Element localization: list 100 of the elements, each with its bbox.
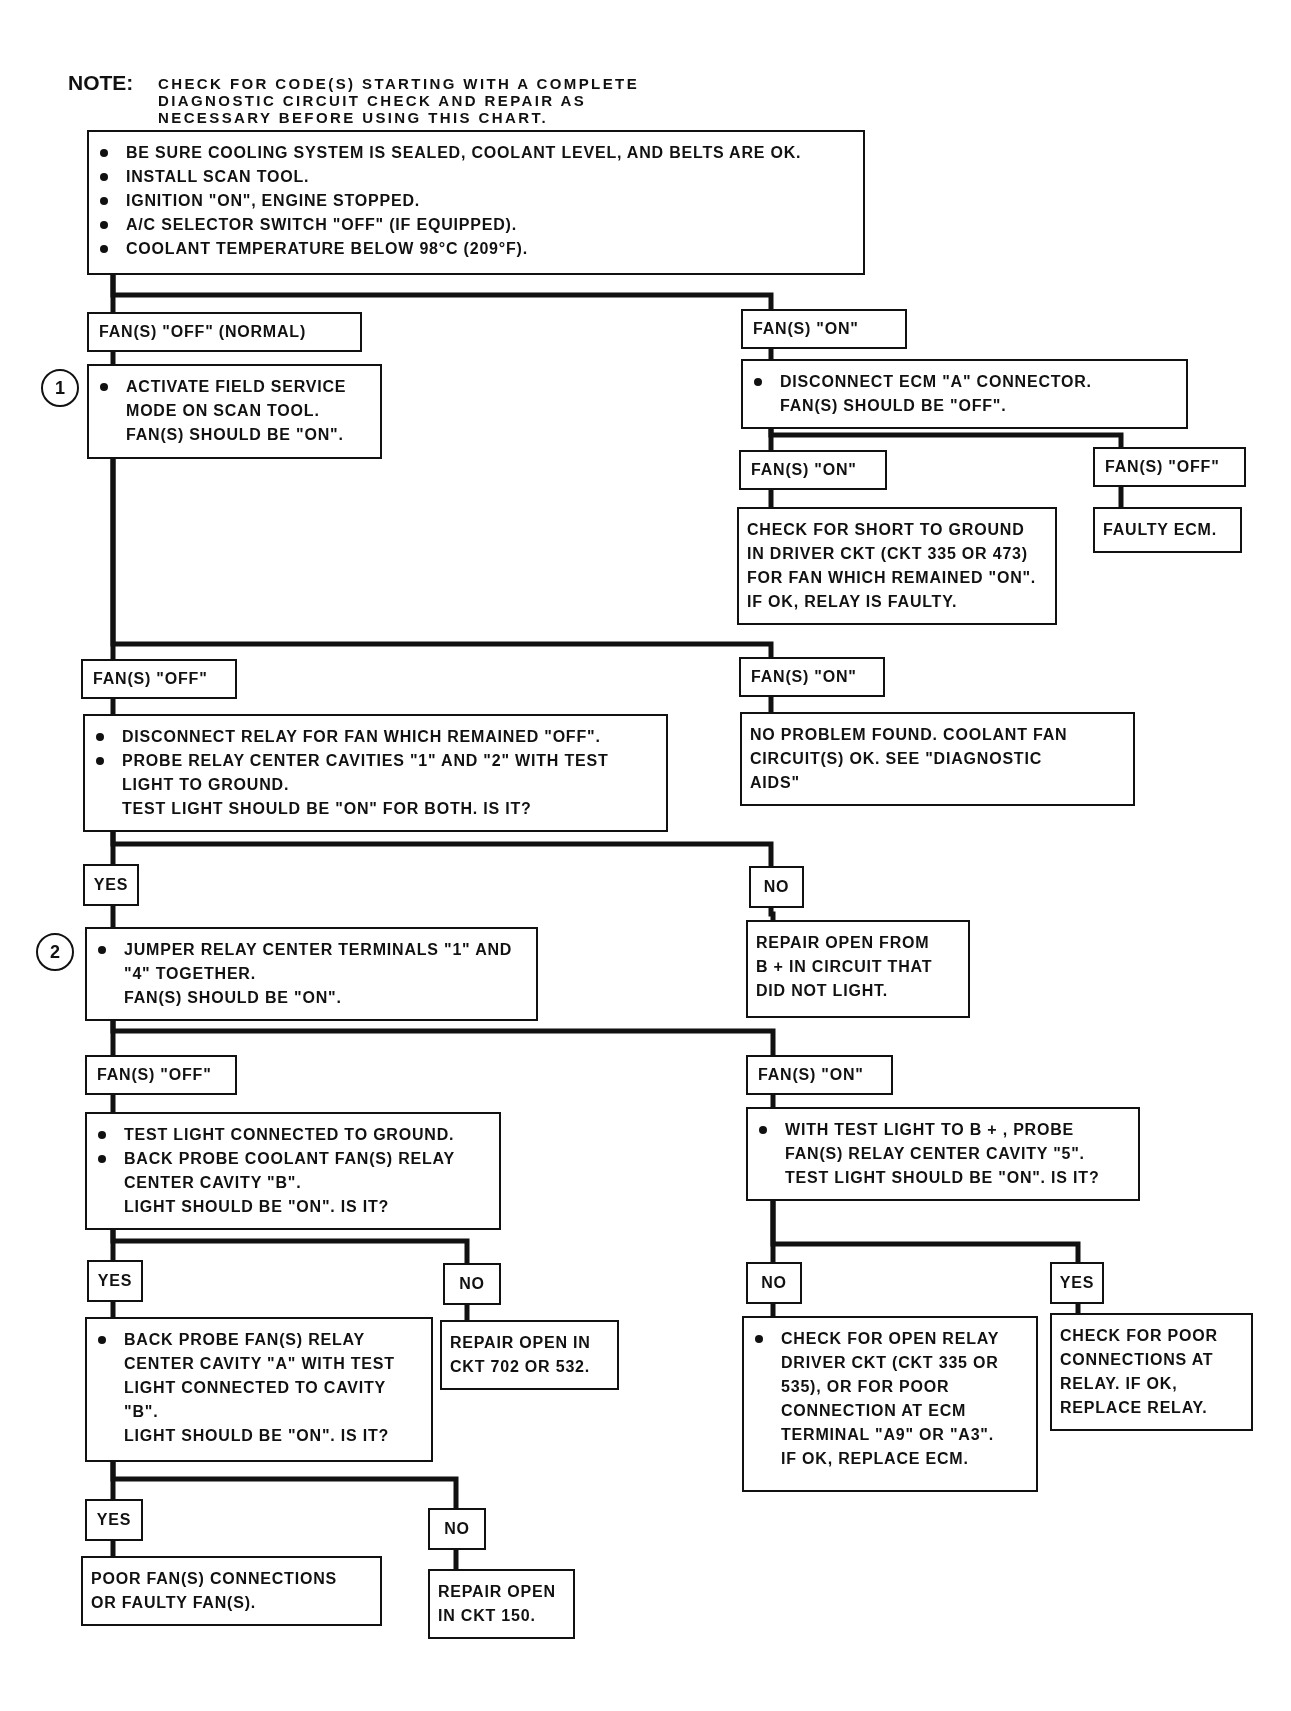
action-box [1050,1313,1253,1431]
condition-text: FAN(S) "OFF" [97,1065,213,1085]
step-text: LIGHT SHOULD BE "ON". IS IT? [124,1426,391,1446]
condition-text: FAN(S) "ON" [751,460,858,480]
connector-line [453,1550,459,1569]
action-text: REPAIR OPEN IN CKT 150. [438,1582,557,1626]
connector-line [768,490,774,507]
action-box [440,1320,619,1390]
branch-text: YES [92,875,130,895]
step-box [87,364,382,459]
condition-box [739,657,885,697]
branch-box [1050,1262,1104,1304]
connector-line [110,1095,116,1112]
connector-line [110,1302,116,1317]
instruction-text: BE SURE COOLING SYSTEM IS SEALED, COOLANT LEVEL, AND BELTS ARE OK. [126,143,803,163]
condition-text: FAN(S) "OFF" (NORMAL) [99,322,308,342]
action-box [742,1316,1038,1492]
branch-text: NO [762,877,791,897]
connector-line [770,1095,776,1107]
action-text: NO PROBLEM FOUND. COOLANT FAN CIRCUIT(S) OK. SEE "DIAGNOSTIC AIDS" [750,725,1069,793]
condition-text: FAN(S) "ON" [751,667,858,687]
condition-box [746,1055,893,1095]
step-text: DISCONNECT ECM "A" CONNECTOR. [780,372,1093,392]
branch-box [443,1263,501,1305]
action-box [81,1556,382,1626]
branch-box [87,1260,143,1302]
step-text: BACK PROBE FAN(S) RELAY CENTER CAVITY "A" WITH TEST LIGHT CONNECTED TO CAVITY "B". [124,1330,396,1422]
action-box [1093,507,1242,553]
instruction-text: INSTALL SCAN TOOL. [126,167,311,187]
action-text: CHECK FOR SHORT TO GROUND IN DRIVER CKT (CKT 335 OR 473) FOR FAN WHICH REMAINED "ON". IF OK, RELAY IS FAULTY. [747,520,1037,612]
connector-line [1118,487,1124,507]
connector-line [1075,1304,1081,1313]
connector-line [464,1305,470,1320]
condition-box [81,659,237,699]
branch-box [746,1262,802,1304]
condition-text: FAN(S) "ON" [758,1065,865,1085]
branch-box [428,1508,486,1550]
connector-line [768,349,774,359]
connector-line [110,352,116,364]
step-box [85,927,538,1021]
step-text: PROBE RELAY CENTER CAVITIES "1" AND "2" WITH TEST LIGHT TO GROUND. [122,751,610,795]
branch-box [83,864,139,906]
connector-line [768,697,774,712]
note-heading: NOTE: [68,70,134,96]
step-text: WITH TEST LIGHT TO B + , PROBE FAN(S) RELAY CENTER CAVITY "5". [785,1120,1086,1164]
branch-text: NO [458,1274,486,1294]
instruction-text: COOLANT TEMPERATURE BELOW 98°C (209°F). [126,239,529,259]
condition-box [741,309,907,349]
connector-line [110,906,116,927]
instruction-text: IGNITION "ON", ENGINE STOPPED. [126,191,422,211]
step-text: FAN(S) SHOULD BE "ON". [126,425,345,445]
action-text: CHECK FOR OPEN RELAY DRIVER CKT (CKT 335 OR 535), OR FOR POOR CONNECTION AT ECM TERMINAL "A9" OR "A3". [781,1329,1000,1445]
action-text: IF OK, REPLACE ECM. [781,1449,970,1469]
step-box [85,1317,433,1462]
connector-line [770,1304,776,1316]
connector-line [110,1021,776,1055]
step-text: ACTIVATE FIELD SERVICE MODE ON SCAN TOOL. [126,377,348,421]
branch-text: NO [760,1273,788,1293]
step-box [746,1107,1140,1201]
action-text: REPAIR OPEN FROM B + IN CIRCUIT THAT DID NOT LIGHT. [756,933,934,1001]
connector-line [110,1541,116,1556]
action-box [737,507,1057,625]
step-text: JUMPER RELAY CENTER TERMINALS "1" AND "4" TOGETHER. [124,940,514,984]
step-text: TEST LIGHT SHOULD BE "ON" FOR BOTH. IS IT? [122,799,533,819]
connector-line [110,1462,459,1508]
note-text: CHECK FOR CODE(S) STARTING WITH A COMPLETE DIAGNOSTIC CIRCUIT CHECK AND REPAIR AS NECESSARY BEFORE USING THIS CHART. [158,75,641,126]
condition-text: FAN(S) "ON" [753,319,860,339]
action-box [740,712,1135,806]
connector-line [110,699,116,714]
step-text: TEST LIGHT CONNECTED TO GROUND. [124,1125,456,1145]
action-box [746,920,970,1018]
condition-box [1093,447,1246,487]
action-text: POOR FAN(S) CONNECTIONS OR FAULTY FAN(S). [91,1569,338,1613]
branch-text: YES [1058,1273,1096,1293]
step-box [83,714,668,832]
connector-line [770,1201,1081,1262]
step-text: FAN(S) SHOULD BE "OFF". [780,396,1008,416]
connector-line [768,429,1124,447]
step-number: 2 [36,933,74,971]
step-text: TEST LIGHT SHOULD BE "ON". IS IT? [785,1168,1101,1188]
connector-line [110,832,774,866]
condition-box [85,1055,237,1095]
connector-line [110,459,774,657]
condition-box [87,312,362,352]
connector-line [768,908,776,920]
step-box [741,359,1188,429]
branch-text: YES [95,1510,133,1530]
step-text: BACK PROBE COOLANT FAN(S) RELAY CENTER CAVITY "B". [124,1149,456,1193]
step-text: LIGHT SHOULD BE "ON". IS IT? [124,1197,391,1217]
step-number: 1 [41,369,79,407]
step-text: DISCONNECT RELAY FOR FAN WHICH REMAINED "OFF". [122,727,602,747]
connector-line [110,275,774,309]
step-box [85,1112,501,1230]
instruction-box [87,130,865,275]
action-text: FAULTY ECM. [1103,520,1218,540]
connector-line [110,1230,470,1263]
step-text: FAN(S) SHOULD BE "ON". [124,988,343,1008]
branch-text: YES [96,1271,134,1291]
condition-box [739,450,887,490]
branch-box [85,1499,143,1541]
